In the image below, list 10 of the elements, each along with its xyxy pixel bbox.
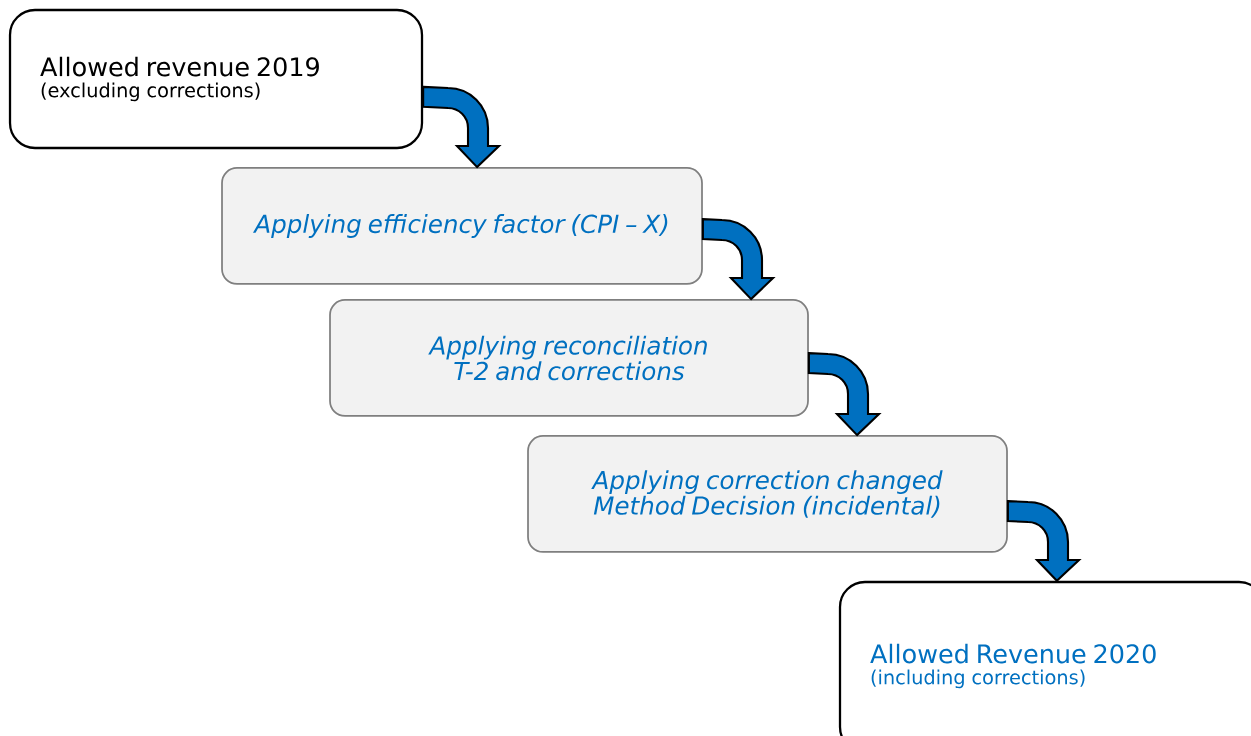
process-box: Applying efficiency factor (CPI – X) <box>221 167 703 285</box>
block-arrow <box>422 85 501 169</box>
block-arrow <box>807 352 881 437</box>
box-text: Allowed Revenue 2020 (including corrections) <box>870 643 1156 689</box>
block-arrow <box>1006 500 1081 582</box>
process-box: Applying correction changed Method Decision (incidental) <box>527 435 1008 553</box>
end-box: Allowed revenue 2019 (excluding corrections) <box>8 8 424 150</box>
block-arrow <box>701 218 775 301</box>
process-box: Applying reconciliation T-2 and corrections <box>329 299 809 417</box>
end-box <box>838 580 1251 736</box>
